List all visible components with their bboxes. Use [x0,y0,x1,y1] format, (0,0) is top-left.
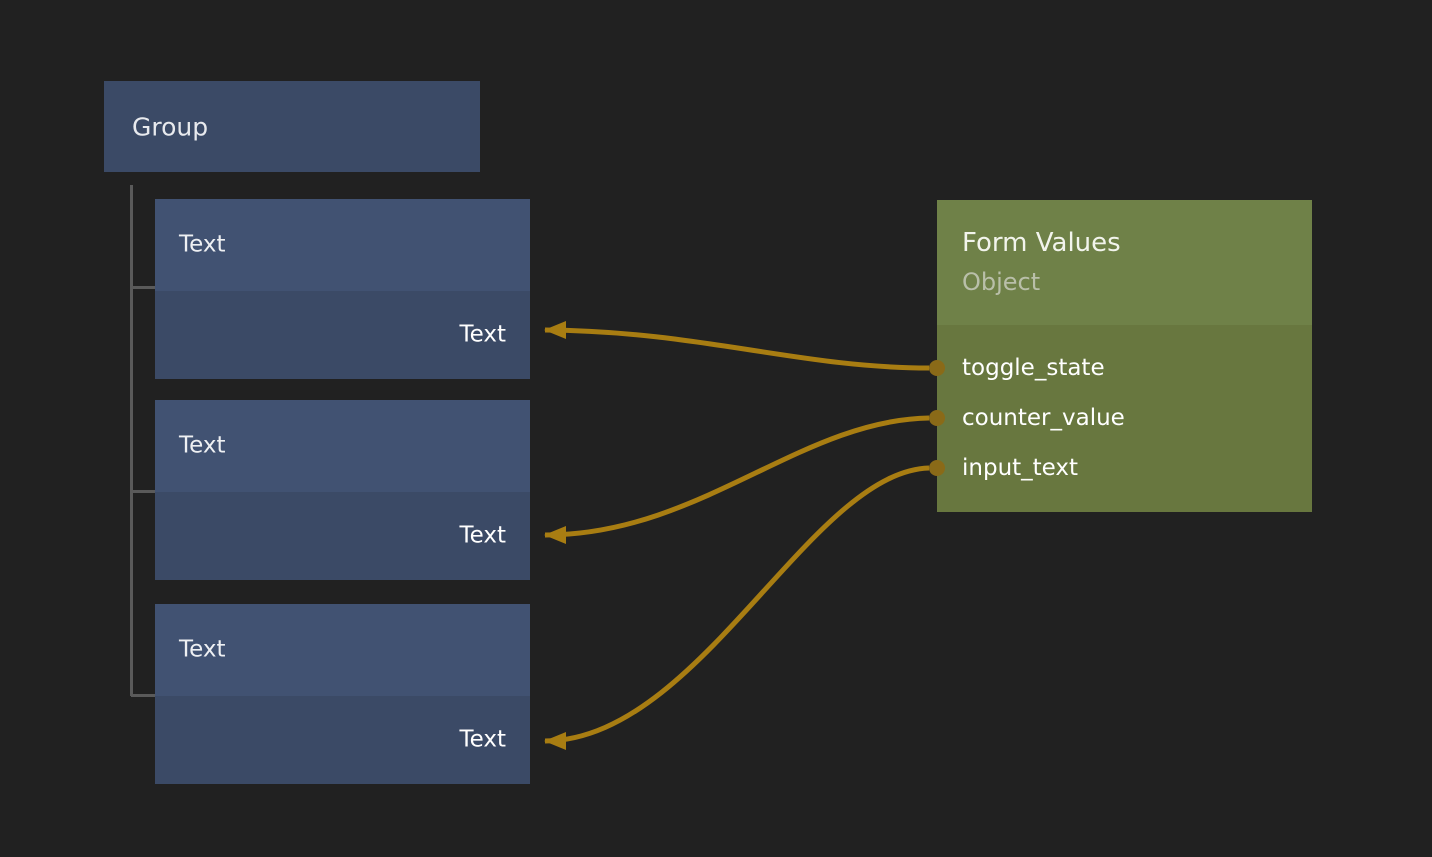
child-node-1-body-label: Text [459,321,506,348]
child-node-1[interactable]: Text Text [155,199,530,379]
port-dot-counter-value-icon[interactable] [929,410,945,426]
child-node-3-body[interactable]: Text [155,696,530,784]
child-node-3-header-label: Text [179,636,226,663]
object-node-title: Form Values [962,228,1121,258]
port-dot-toggle-state-icon[interactable] [929,360,945,376]
child-node-3[interactable]: Text Text [155,604,530,784]
child-node-1-header[interactable]: Text [155,199,530,291]
child-node-2-body[interactable]: Text [155,492,530,580]
child-node-2-header-label: Text [179,432,226,459]
child-node-3-body-label: Text [459,726,506,753]
object-node-subtitle: Object [962,268,1041,296]
child-node-1-body[interactable]: Text [155,291,530,379]
port-dot-input-text-icon[interactable] [929,460,945,476]
child-node-1-header-label: Text [179,231,226,258]
object-node-body: toggle_state counter_value input_text [929,325,1312,512]
child-node-2[interactable]: Text Text [155,400,530,580]
port-row-toggle-state[interactable]: toggle_state [929,343,1312,393]
port-label-counter-value: counter_value [962,404,1125,431]
group-node-title: Group [132,112,209,141]
child-node-2-body-label: Text [459,522,506,549]
object-node-header[interactable]: Form Values Object [937,200,1312,325]
child-node-3-header[interactable]: Text [155,604,530,696]
port-row-counter-value[interactable]: counter_value [929,393,1312,443]
group-node[interactable]: Group [104,81,480,172]
port-label-toggle-state: toggle_state [962,354,1105,381]
port-label-input-text: input_text [962,454,1079,481]
child-node-2-header[interactable]: Text [155,400,530,492]
port-row-input-text[interactable]: input_text [929,443,1312,493]
object-node-form-values[interactable]: Form Values Object toggle_state counter_… [929,200,1312,512]
